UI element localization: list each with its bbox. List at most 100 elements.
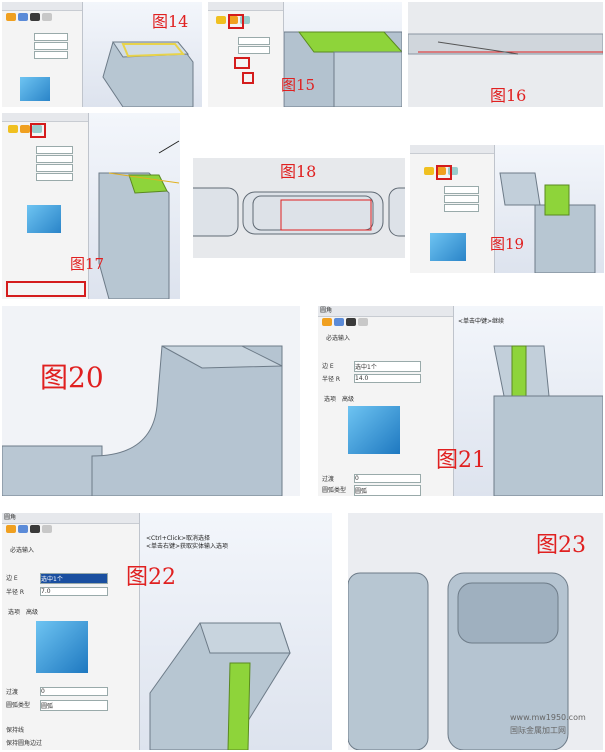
param-input[interactable] — [34, 33, 68, 41]
type-select[interactable]: 圆弧 — [40, 700, 108, 711]
box-icon[interactable] — [358, 318, 368, 326]
tool-icon[interactable] — [18, 13, 28, 21]
watermark-text: 国际金属加工网 — [510, 726, 566, 735]
figure-18-label: 图18 — [280, 162, 317, 181]
figure-22-label: 图22 — [126, 565, 176, 590]
radius-field[interactable]: 14.0 — [354, 374, 421, 383]
tab-select[interactable]: 选项 — [324, 396, 337, 403]
glasses-icon[interactable] — [30, 525, 40, 533]
param-input[interactable] — [238, 46, 270, 54]
radius-label: 半径 R — [6, 589, 25, 596]
3d-viewport[interactable] — [83, 2, 202, 107]
3d-viewport[interactable]: <Ctrl+Click>取消选择 <单击右键>获取实体输入选项 — [140, 513, 332, 750]
property-panel — [2, 2, 83, 107]
type-label: 圆弧类型 — [6, 702, 31, 709]
param-input[interactable] — [443, 195, 480, 203]
part-model — [102, 41, 194, 107]
glasses-icon[interactable] — [30, 13, 40, 21]
figure-20-panel: 图20 — [2, 306, 300, 496]
param-input[interactable] — [34, 51, 68, 59]
fillet-icon[interactable] — [424, 167, 434, 175]
radius-row: 半径 R 7.0 — [6, 587, 135, 597]
box-icon[interactable] — [448, 167, 458, 175]
panel-title — [2, 2, 82, 11]
box-icon[interactable] — [32, 125, 42, 133]
param-row — [2, 32, 82, 41]
tab-select[interactable]: 选项 — [8, 609, 21, 616]
param-input[interactable] — [36, 164, 73, 172]
figure-17-panel: 图17 — [2, 113, 180, 299]
viewport-hint: <Ctrl+Click>取消选择 — [146, 535, 211, 542]
figure-19-label: 图19 — [490, 235, 525, 253]
toolbar-icons — [6, 13, 52, 21]
edge-field[interactable]: 选中1个 — [40, 573, 108, 584]
keep-edge-row[interactable]: 保持圆角边过 — [6, 740, 43, 747]
property-panel — [208, 2, 284, 107]
3d-viewport[interactable] — [89, 113, 180, 299]
3d-viewport[interactable] — [495, 145, 604, 273]
chamfer-icon[interactable] — [20, 125, 30, 133]
top-view-outline — [193, 187, 405, 237]
radius-field[interactable]: 7.0 — [40, 587, 108, 596]
box-icon[interactable] — [240, 16, 250, 24]
chamfer-icon[interactable] — [436, 167, 446, 175]
figure-21-label: 图21 — [436, 448, 486, 473]
param-row — [2, 50, 82, 59]
fillet-icon[interactable] — [6, 13, 16, 21]
box-icon[interactable] — [42, 525, 52, 533]
fillet-dialog: 圆角 必选输入 边 E 选中1个 半径 R 7.0 选项 高级 过渡 0 圆弧类… — [2, 513, 140, 750]
chamfer-icon[interactable] — [228, 16, 238, 24]
over-field[interactable]: 0 — [354, 474, 421, 483]
over-label: 过渡 — [322, 476, 335, 483]
param-input[interactable] — [36, 173, 73, 181]
param-row — [2, 172, 88, 181]
param-input[interactable] — [443, 204, 480, 212]
fillet-icon[interactable] — [6, 525, 16, 533]
fillet-icon[interactable] — [8, 125, 18, 133]
type-select[interactable]: 圆弧 — [354, 485, 421, 496]
fillet-icon[interactable] — [322, 318, 332, 326]
keep-line-row: 保持线 — [6, 727, 25, 734]
part-model — [493, 345, 603, 496]
glasses-icon[interactable] — [346, 318, 356, 326]
tab-advanced[interactable]: 高级 — [342, 396, 355, 403]
type-label: 圆弧类型 — [322, 487, 347, 494]
over-field[interactable]: 0 — [40, 687, 108, 696]
edge-label: 边 E — [6, 575, 18, 582]
dialog-title: 圆角 — [318, 306, 453, 317]
param-input[interactable] — [443, 186, 480, 194]
preview-cube-icon — [20, 77, 50, 101]
preview-cube-icon — [348, 406, 400, 454]
edge-field[interactable]: 选中1个 — [354, 361, 421, 372]
part-model — [149, 622, 291, 750]
part-model — [283, 31, 402, 107]
box-icon[interactable] — [42, 13, 52, 21]
dialog-title: 圆角 — [2, 513, 139, 524]
3d-viewport[interactable] — [283, 2, 402, 107]
figure-19-panel: 图19 — [410, 145, 604, 273]
fillet-icon[interactable] — [216, 16, 226, 24]
tool-icon[interactable] — [18, 525, 28, 533]
3d-viewport[interactable]: <单击中键>继续 — [454, 306, 603, 496]
param-input[interactable] — [36, 155, 73, 163]
param-row — [2, 41, 82, 50]
param-input[interactable] — [36, 146, 73, 154]
figure-18-panel: 图18 — [193, 158, 405, 258]
option-highlight — [6, 281, 86, 297]
edge-row: 边 E 选中1个 — [322, 361, 449, 372]
param-input[interactable] — [34, 42, 68, 50]
tool-icon[interactable] — [334, 318, 344, 326]
edge-row: 边 E 选中1个 — [6, 573, 135, 584]
edge-closeup — [408, 33, 603, 55]
fillet-result-model — [2, 345, 283, 496]
param-input[interactable] — [238, 37, 270, 45]
tab-advanced[interactable]: 高级 — [26, 609, 39, 616]
param-row — [208, 45, 283, 54]
figure-14-label: 图14 — [152, 12, 189, 31]
param-row — [410, 194, 494, 203]
option-highlight — [242, 72, 254, 84]
figure-23-label: 图23 — [536, 533, 586, 558]
fillet-result-model — [348, 572, 569, 750]
toolbar-icons — [424, 167, 458, 175]
figure-17-label: 图17 — [70, 255, 105, 273]
